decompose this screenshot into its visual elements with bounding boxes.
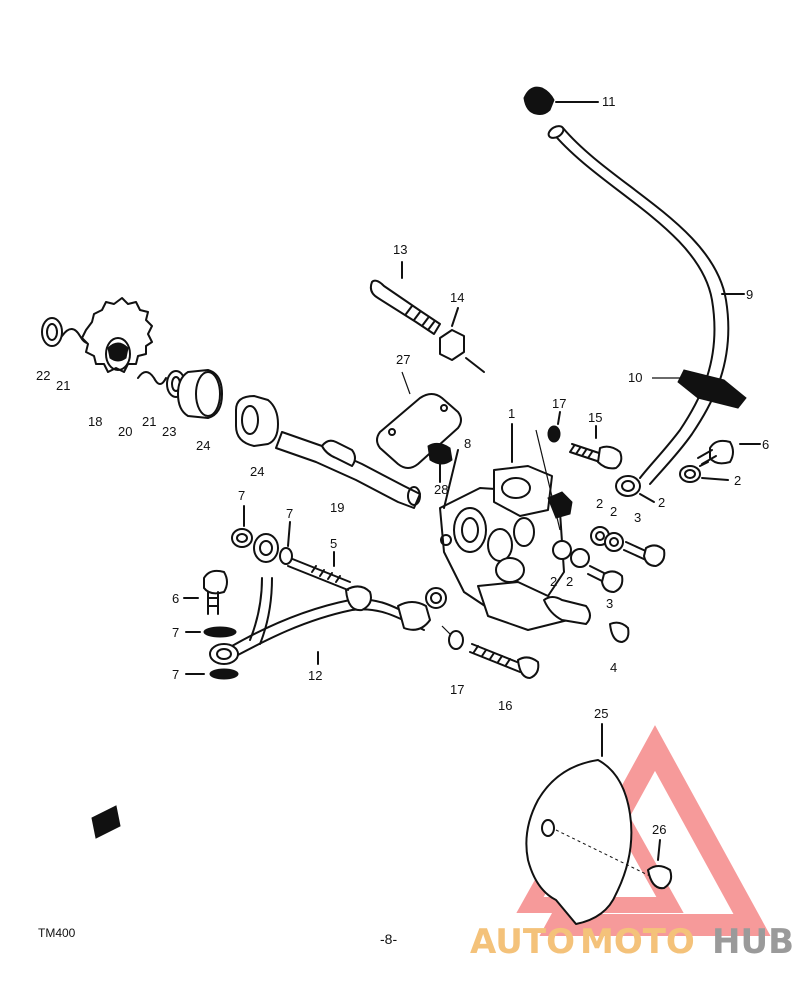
bolt-part-5 — [279, 547, 351, 591]
washers-bolts-parts-2-3 — [543, 526, 666, 643]
bush-part-24a — [177, 369, 223, 419]
label-part-23: 23 — [162, 424, 176, 439]
page-number: -8- — [380, 931, 397, 947]
model-code: TM400 — [38, 926, 76, 940]
label-part-7b: 7 — [286, 506, 293, 521]
label-part-2b: 2 — [658, 495, 665, 510]
banjo-bolt-part-6a — [697, 439, 761, 467]
watermark-hub: HUB — [712, 922, 794, 962]
clamp-part-10 — [652, 369, 747, 409]
oil-hose-part-9 — [547, 125, 745, 485]
label-part-8: 8 — [464, 436, 471, 451]
label-part-7d: 7 — [172, 667, 179, 682]
label-part-2c: 2 — [596, 496, 603, 511]
label-part-15: 15 — [588, 410, 602, 425]
pump-shaft-assembly — [235, 395, 421, 509]
label-part-20: 20 — [118, 424, 132, 439]
pump-cover-part-25 — [525, 723, 651, 925]
washer-7b — [203, 626, 237, 638]
label-part-17b: 17 — [450, 682, 464, 697]
hose-fitting — [615, 475, 655, 503]
label-part-10: 10 — [628, 370, 642, 385]
label-part-25: 25 — [594, 706, 608, 721]
bolt-part-15 — [569, 425, 623, 470]
label-part-24b: 24 — [250, 464, 264, 479]
label-part-1: 1 — [508, 406, 515, 421]
label-part-9: 9 — [746, 287, 753, 302]
label-part-13: 13 — [393, 242, 407, 257]
label-part-19: 19 — [330, 500, 344, 515]
label-part-27: 27 — [396, 352, 410, 367]
washer-part-22 — [41, 317, 63, 347]
label-part-22: 22 — [36, 368, 50, 383]
label-part-3b: 3 — [606, 596, 613, 611]
screw-part-28 — [427, 442, 453, 483]
watermark-auto: AUTO — [470, 922, 575, 962]
label-part-7a: 7 — [238, 488, 245, 503]
bolt-part-26 — [647, 839, 673, 890]
label-part-7c: 7 — [172, 625, 179, 640]
label-part-3a: 3 — [634, 510, 641, 525]
label-part-21b: 21 — [142, 414, 156, 429]
label-part-6b: 6 — [172, 591, 179, 606]
gear-part-18 — [81, 297, 153, 373]
label-part-6a: 6 — [762, 437, 769, 452]
label-part-12: 12 — [308, 668, 322, 683]
cover-plate-part-27 — [376, 371, 462, 469]
arrow-marker — [91, 805, 121, 839]
label-part-11: 11 — [602, 94, 616, 109]
label-part-16: 16 — [498, 698, 512, 713]
oil-pipe-part-12 — [209, 533, 447, 665]
label-part-2e: 2 — [550, 574, 557, 589]
pin-part-20 — [107, 342, 129, 362]
washer-part-17b — [441, 625, 464, 650]
drive-gear-assembly — [41, 297, 223, 419]
label-part-24a: 24 — [196, 438, 210, 453]
label-part-2d: 2 — [610, 504, 617, 519]
watermark-moto: MOTO — [580, 922, 695, 962]
label-part-21a: 21 — [56, 378, 70, 393]
label-part-28: 28 — [434, 482, 448, 497]
washer-part-17a — [535, 411, 561, 531]
nut-part-14 — [439, 307, 485, 373]
clip-part-11 — [523, 86, 599, 115]
banjo-bolt-part-6b — [183, 569, 228, 615]
label-part-17a: 17 — [552, 396, 566, 411]
bolt-part-13 — [369, 261, 441, 335]
label-part-14: 14 — [450, 290, 464, 305]
oil-pump-body-part-1 — [439, 423, 573, 631]
label-part-18: 18 — [88, 414, 102, 429]
washer-7a — [231, 528, 253, 548]
washer-7c — [209, 668, 239, 680]
label-part-4: 4 — [610, 660, 617, 675]
washer-part-2a — [679, 465, 729, 483]
circlip-part-21b — [137, 371, 167, 385]
label-part-26: 26 — [652, 822, 666, 837]
label-part-2f: 2 — [566, 574, 573, 589]
bolt-part-16 — [469, 643, 540, 679]
label-part-2a: 2 — [734, 473, 741, 488]
label-part-5: 5 — [330, 536, 337, 551]
washers-part-7 — [185, 505, 291, 680]
